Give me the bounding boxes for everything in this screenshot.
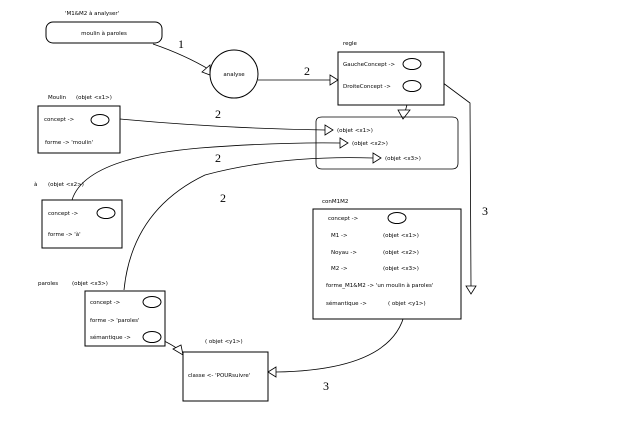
connectors [71, 43, 477, 378]
conm1m2-m2-label: M2 -> [331, 266, 348, 272]
analyse-circle [209, 49, 259, 99]
arrowhead-3-y1 [267, 366, 277, 378]
moulin-concept-circle [90, 114, 110, 126]
conm1m2-concept: concept -> [328, 216, 359, 222]
conm1m2-m1-value: (objet <x1>) [383, 233, 419, 239]
edge-moulin-x1 [99, 116, 326, 131]
edge-1 [152, 43, 211, 71]
regle-slot-droite: DroiteConcept -> [343, 84, 391, 90]
paroles-semantique-circle [142, 331, 162, 343]
y1-node: ( objet <y1>) classe <- 'POURsuivre' [182, 339, 269, 402]
regle-slot-gauche: GaucheConcept -> [343, 62, 395, 68]
paroles-concept: concept -> [90, 300, 121, 306]
regle-slot-droite-circle [402, 80, 422, 92]
bracket-node: (objet <x1>) (objet <x2>) (objet <x3>) [315, 116, 459, 170]
edge-numbers: 1 2 2 2 2 3 3 [178, 37, 488, 393]
bracket-item-x1: (objet <x1>) [337, 128, 373, 134]
moulin-node: Moulin (objet <x1>) concept -> forme -> … [37, 95, 121, 154]
arrowhead-a-x2 [339, 137, 349, 149]
arrowhead-paroles-x3 [372, 152, 382, 164]
conm1m2-forme: forme_M1&M2 -> 'un moulin à paroles' [326, 282, 433, 289]
regle-slot-gauche-circle [402, 58, 422, 70]
bracket-item-x3: (objet <x3>) [385, 156, 421, 162]
a-title: à [34, 181, 37, 188]
edge-number: 3 [323, 379, 329, 393]
edge-number: 3 [482, 204, 488, 218]
conm1m2-m2-value: (objet <x3>) [383, 266, 419, 272]
edge-number: 1 [178, 37, 184, 51]
arrowhead-2-regle [329, 74, 339, 86]
edge-3-y1 [275, 311, 406, 373]
arrowhead-3-conm1m2 [465, 285, 477, 295]
conm1m2-title: conM1M2 [322, 199, 348, 205]
a-object-ref: (objet <x2>) [48, 182, 84, 188]
conm1m2-noyau-value: (objet <x2>) [383, 250, 419, 256]
analyse-node: analyse [209, 49, 259, 99]
moulin-box [37, 105, 121, 154]
edge-number: 2 [220, 191, 226, 205]
edge-number: 2 [215, 151, 221, 165]
arrowhead-paroles-y1 [172, 344, 184, 356]
edge-paroles-x3 [123, 157, 374, 291]
edge-number: 2 [304, 64, 310, 78]
a-concept-circle [96, 207, 116, 219]
conm1m2-node: conM1M2 concept -> M1 -> (objet <x1>) No… [312, 199, 462, 320]
conm1m2-noyau-label: Noyau -> [331, 250, 357, 256]
moulin-forme: forme -> 'moulin' [45, 140, 93, 146]
moulin-object-ref: (objet <x1>) [76, 95, 112, 101]
regle-node: regle GaucheConcept -> DroiteConcept -> [337, 41, 445, 106]
y1-title: ( objet <y1>) [205, 339, 243, 345]
top-node-text: moulin à paroles [81, 30, 127, 37]
analyse-label: analyse [223, 72, 245, 78]
y1-box [182, 351, 269, 402]
regle-title: regle [343, 41, 358, 47]
conm1m2-semantique-value: ( objet <y1>) [388, 301, 426, 307]
a-forme: forme -> 'à' [48, 231, 81, 238]
conm1m2-box [312, 208, 462, 320]
moulin-title: Moulin [48, 95, 67, 101]
conm1m2-semantique-label: sémantique -> [326, 300, 367, 307]
a-node: à (objet <x2>) concept -> forme -> 'à' [34, 181, 123, 249]
paroles-object-ref: (objet <x3>) [72, 281, 108, 287]
top-node-title: 'M1&M2 à analyser' [65, 10, 119, 17]
moulin-concept: concept -> [44, 117, 75, 123]
conm1m2-concept-circle [387, 212, 407, 224]
bracket-item-x2: (objet <x2>) [352, 141, 388, 147]
y1-body: classe <- 'POURsuivre' [188, 373, 250, 379]
edge-number: 2 [215, 107, 221, 121]
paroles-title: paroles [38, 281, 58, 287]
top-node: 'M1&M2 à analyser' moulin à paroles [45, 10, 163, 44]
arrowhead-moulin-x1 [324, 124, 334, 136]
regle-box [337, 51, 445, 106]
arrowhead-regle-bracket [397, 109, 411, 120]
top-node-box [45, 21, 163, 44]
paroles-node: paroles (objet <x3>) concept -> forme ->… [38, 281, 166, 347]
conm1m2-m1-label: M1 -> [331, 233, 348, 239]
paroles-concept-circle [142, 296, 162, 308]
paroles-forme: forme -> 'paroles' [90, 318, 139, 324]
a-box [41, 199, 123, 249]
edge-a-x2 [71, 142, 341, 201]
a-concept: concept -> [48, 211, 79, 217]
bracket-shape [315, 116, 459, 170]
paroles-semantique: sémantique -> [90, 334, 131, 341]
